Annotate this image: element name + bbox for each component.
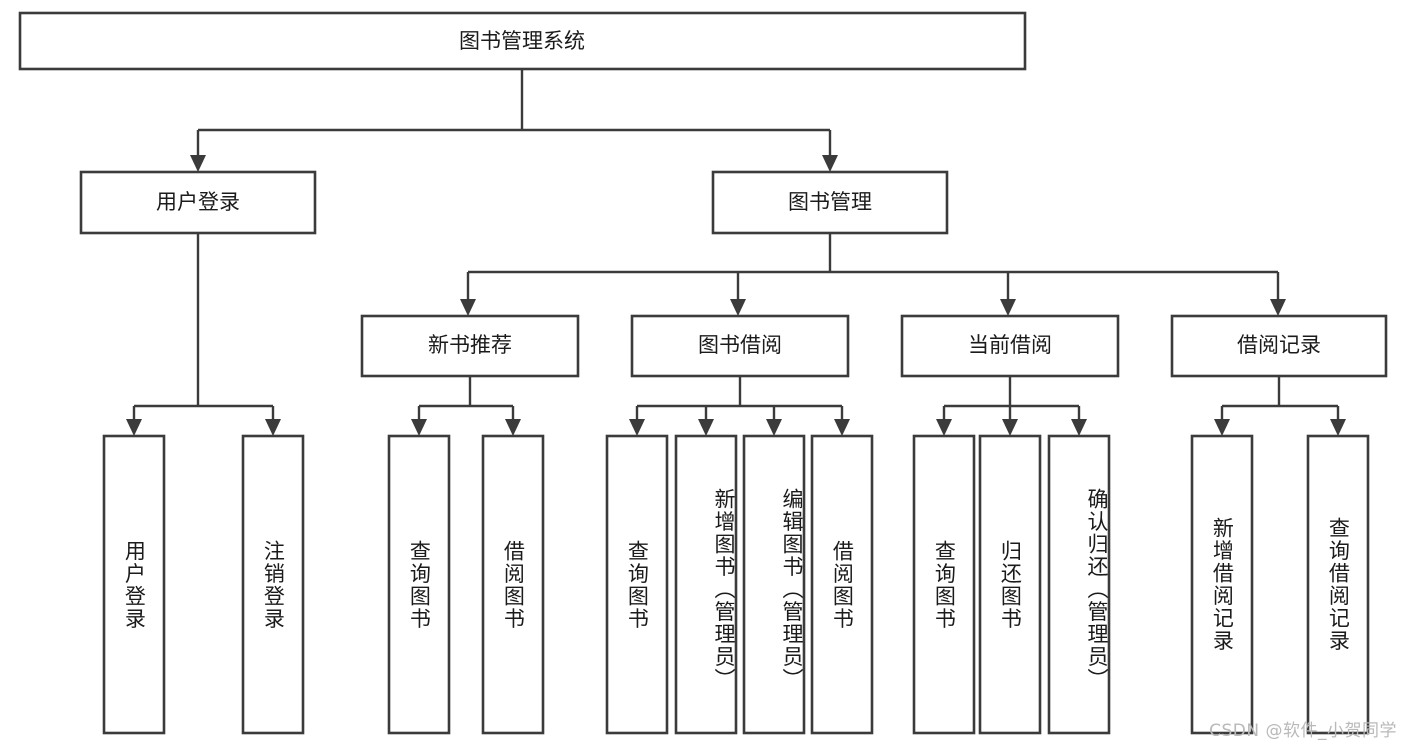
node-book-borrow-label: 图书借阅: [698, 333, 782, 357]
leaf-box-add-book[interactable]: [674, 434, 738, 735]
connector-userlogin-to-leaves: [126, 233, 281, 436]
arrow-to-leaf-query-book-2: [629, 419, 645, 436]
node-user-login[interactable]: 用户登录: [79, 170, 317, 235]
leaf-box-borrow-book-1[interactable]: [481, 434, 545, 735]
leaf-box-user-login[interactable]: [102, 434, 166, 735]
connector-borrowrecord-to-leaves: [1214, 376, 1346, 436]
arrow-to-leaf-add-record: [1214, 419, 1230, 436]
arrow-to-leaf-query-book-3: [936, 419, 952, 436]
node-book-management[interactable]: 图书管理: [711, 170, 949, 235]
arrow-to-leaf-user-login: [126, 419, 142, 436]
connector-currentborrow-to-leaves: [936, 376, 1087, 436]
leaf-box-add-record[interactable]: [1190, 434, 1254, 735]
arrow-to-leaf-return-book: [1002, 419, 1018, 436]
arrow-to-leaf-borrow-book-2: [834, 419, 850, 436]
csdn-watermark: CSDN @软件_小贺同学: [1209, 721, 1397, 741]
connector-root-to-level2: [190, 70, 838, 172]
arrow-to-borrow-record: [1270, 299, 1286, 316]
leaf-box-return-book[interactable]: [978, 434, 1042, 735]
arrow-to-leaf-logout: [265, 419, 281, 436]
node-current-borrow-label: 当前借阅: [968, 333, 1052, 357]
arrow-to-leaf-query-book-1: [411, 419, 427, 436]
node-current-borrow[interactable]: 当前借阅: [900, 314, 1120, 378]
leaf-box-query-book-1[interactable]: [387, 434, 451, 735]
node-book-management-label: 图书管理: [788, 190, 872, 214]
leaf-box-query-record[interactable]: [1306, 434, 1370, 735]
arrow-to-new-book-recommend: [460, 299, 476, 316]
arrow-to-leaf-borrow-book-1: [505, 419, 521, 436]
arrow-to-leaf-edit-book: [766, 419, 782, 436]
leaf-box-edit-book[interactable]: [742, 434, 806, 735]
leaf-boxes: [102, 434, 1370, 735]
connector-bookmgmt-to-level3: [460, 233, 1286, 316]
node-new-book-recommend-label: 新书推荐: [428, 333, 512, 357]
leaf-box-query-book-3[interactable]: [912, 434, 976, 735]
arrow-to-current-borrow: [1000, 299, 1016, 316]
node-user-login-label: 用户登录: [156, 190, 240, 214]
connector-newbook-to-leaves: [411, 376, 521, 436]
leaf-box-confirm-return[interactable]: [1047, 434, 1111, 735]
node-root-system-label: 图书管理系统: [459, 29, 585, 53]
leaf-box-borrow-book-2[interactable]: [810, 434, 874, 735]
node-root-system[interactable]: 图书管理系统: [18, 11, 1027, 71]
arrow-to-book-management: [822, 155, 838, 172]
connector-bookborrow-to-leaves: [629, 376, 850, 436]
arrow-to-leaf-query-record: [1330, 419, 1346, 436]
leaf-box-logout[interactable]: [241, 434, 305, 735]
leaf-box-query-book-2[interactable]: [605, 434, 669, 735]
node-borrow-record-label: 借阅记录: [1237, 333, 1321, 357]
arrow-to-book-borrow: [730, 299, 746, 316]
arrow-to-user-login: [190, 155, 206, 172]
arrow-to-leaf-confirm-return: [1071, 419, 1087, 436]
node-borrow-record[interactable]: 借阅记录: [1170, 314, 1388, 378]
arrow-to-leaf-add-book: [698, 419, 714, 436]
node-new-book-recommend[interactable]: 新书推荐: [360, 314, 580, 378]
node-book-borrow[interactable]: 图书借阅: [630, 314, 850, 378]
